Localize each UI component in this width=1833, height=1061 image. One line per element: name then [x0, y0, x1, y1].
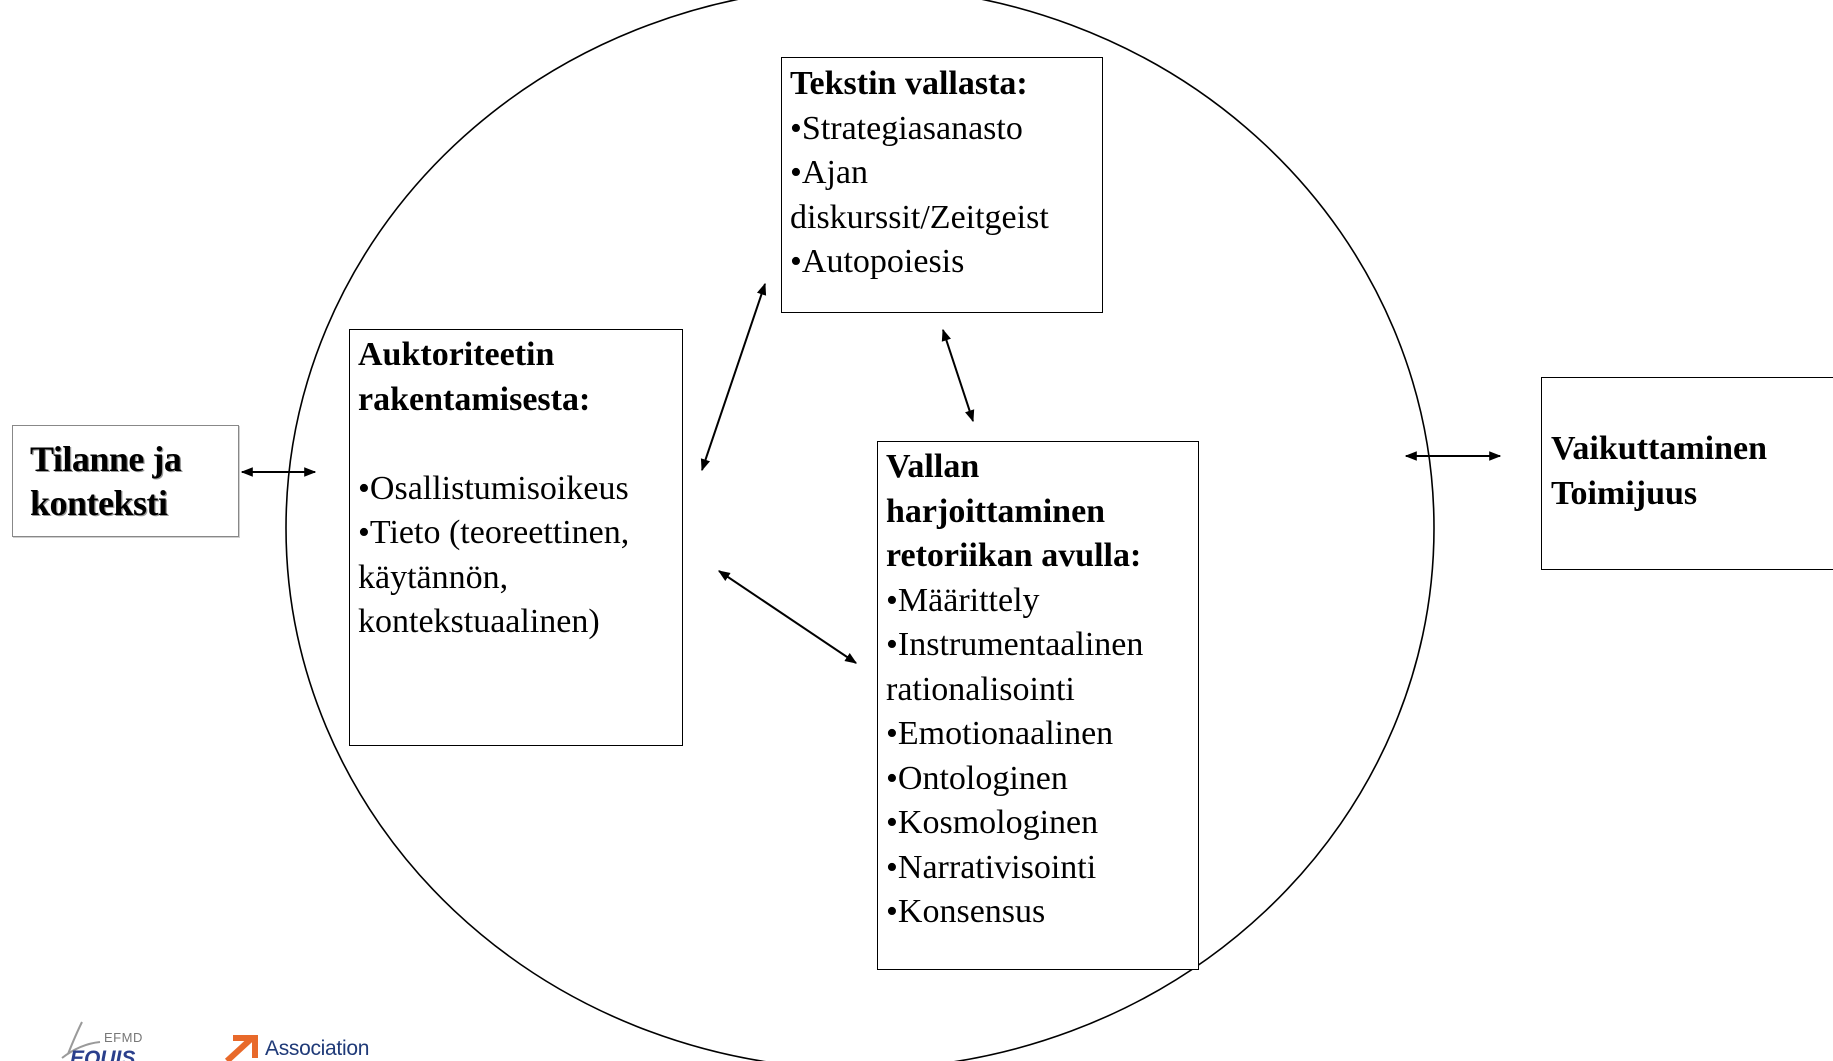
- efmd-equis-logo: EFMD EQUIS: [40, 1014, 160, 1061]
- context-box: Tilanne ja konteksti: [12, 425, 239, 537]
- context-line-1: Tilanne ja: [30, 439, 182, 479]
- influence-line: Vaikuttaminen: [1551, 430, 1768, 467]
- rhetoric-title-line: Vallan: [886, 448, 980, 485]
- efmd-label: EFMD: [104, 1030, 143, 1045]
- rhetoric-item: •Instrumentaalinen: [886, 626, 1144, 663]
- authority-item: käytännön,: [358, 558, 509, 596]
- influence-line: Toimijuus: [1551, 474, 1698, 512]
- rhetoric-box: Vallan harjoittaminen retoriikan avulla:…: [877, 441, 1199, 970]
- rhetoric-title-line: harjoittaminen: [886, 492, 1106, 530]
- association-arrow-icon: [224, 1035, 258, 1061]
- rhetoric-item: •Kosmologinen: [886, 804, 1099, 841]
- association-logo: Association: [221, 1034, 381, 1061]
- authority-spacer: [358, 422, 674, 467]
- rhetoric-title-line: retoriikan avulla:: [886, 537, 1142, 574]
- main-circle: [285, 0, 1435, 1061]
- rhetoric-item: •Emotionaalinen: [886, 715, 1114, 752]
- context-line-2: konteksti: [30, 483, 168, 523]
- authority-title-line: Auktoriteetin: [358, 336, 555, 373]
- authority-item: •Osallistumisoikeus: [358, 469, 629, 507]
- influence-box: Vaikuttaminen Toimijuus: [1541, 377, 1833, 570]
- authority-item: kontekstuaalinen): [358, 603, 600, 640]
- text-power-item: •Strategiasanasto: [790, 109, 1023, 147]
- rhetoric-item: •Konsensus: [886, 893, 1046, 930]
- text-power-title: Tekstin vallasta:: [790, 65, 1028, 102]
- rhetoric-item: rationalisointi: [886, 670, 1075, 708]
- text-power-item: •Autopoiesis: [790, 243, 965, 280]
- rhetoric-item: •Määrittely: [886, 581, 1040, 619]
- arrow-authority-to-rhetoric: [718, 570, 857, 664]
- arrow-text-power-to-rhetoric: [941, 328, 975, 423]
- authority-item: •Tieto (teoreettinen,: [358, 514, 630, 551]
- rhetoric-item: •Narrativisointi: [886, 848, 1097, 886]
- equis-label: EQUIS: [70, 1047, 136, 1061]
- text-power-box: Tekstin vallasta: •Strategiasanasto •Aja…: [781, 57, 1103, 313]
- authority-title-line: rakentamisesta:: [358, 380, 591, 418]
- authority-box: Auktoriteetin rakentamisesta: •Osallistu…: [349, 329, 683, 746]
- rhetoric-item: •Ontologinen: [886, 759, 1068, 797]
- text-power-item: diskurssit/Zeitgeist: [790, 198, 1049, 236]
- arrow-authority-to-text-power: [700, 282, 767, 472]
- efmd-swoosh-icon: [61, 1021, 101, 1059]
- association-label: Association: [265, 1037, 370, 1060]
- text-power-item: •Ajan: [790, 154, 868, 191]
